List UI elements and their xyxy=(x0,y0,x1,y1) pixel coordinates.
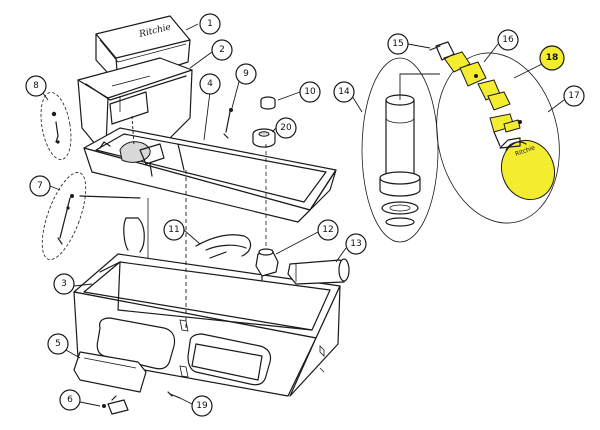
part-12-valve xyxy=(255,248,279,281)
part-base-box xyxy=(73,217,341,397)
callout-5-label: 5 xyxy=(55,339,61,349)
callout-10-label: 10 xyxy=(304,87,316,97)
callout-2: 2 xyxy=(211,39,233,61)
callout-1-label: 1 xyxy=(207,19,213,29)
callout-9-label: 9 xyxy=(243,69,249,79)
callout-19-label: 19 xyxy=(196,401,208,411)
part-trough xyxy=(83,127,337,223)
callout-15-label: 15 xyxy=(392,39,403,49)
callout-6-label: 6 xyxy=(67,395,73,405)
part-20-nut xyxy=(252,128,276,250)
callout-20: 20 xyxy=(275,117,297,139)
part-10-plug xyxy=(260,96,276,110)
part-9 xyxy=(223,108,233,139)
callout-5: 5 xyxy=(47,333,69,355)
callout-8: 8 xyxy=(25,75,47,97)
callout-16: 16 xyxy=(497,29,519,51)
callout-18-label: 18 xyxy=(546,53,559,63)
callout-13: 13 xyxy=(345,233,367,255)
part-housing xyxy=(77,57,193,151)
callout-9: 9 xyxy=(235,63,257,85)
callout-6: 6 xyxy=(59,389,81,411)
callout-2-label: 2 xyxy=(219,45,225,55)
callout-7: 7 xyxy=(29,175,51,197)
callout-12: 12 xyxy=(317,219,339,241)
callout-1: 1 xyxy=(199,13,221,35)
part-latch xyxy=(102,395,129,415)
part-cover-plate xyxy=(73,351,147,393)
callout-4: 4 xyxy=(199,73,221,95)
callout-3: 3 xyxy=(53,273,75,295)
callout-13-label: 13 xyxy=(350,239,361,249)
callout-14: 14 xyxy=(333,81,355,103)
callout-7-label: 7 xyxy=(37,181,43,191)
callout-20-label: 20 xyxy=(280,123,292,133)
part-float-valve-detail: Ritchie xyxy=(429,41,560,224)
callout-8-label: 8 xyxy=(33,81,39,91)
part-screw xyxy=(167,391,181,399)
callout-16-label: 16 xyxy=(502,35,514,45)
callout-14-label: 14 xyxy=(338,87,350,97)
part-14-riser-detail xyxy=(361,57,440,243)
callout-4-label: 4 xyxy=(207,79,213,89)
callout-15: 15 xyxy=(387,33,409,55)
callout-18: 18 xyxy=(539,45,565,71)
callout-11: 11 xyxy=(163,219,185,241)
part-8-detail xyxy=(40,92,72,160)
part-11-cord xyxy=(195,234,252,259)
callout-11-label: 11 xyxy=(168,225,179,235)
callout-12-label: 12 xyxy=(322,225,333,235)
callout-3-label: 3 xyxy=(61,279,67,289)
callout-17: 17 xyxy=(563,85,585,107)
part-probe-detail xyxy=(41,172,149,260)
part-13-hose xyxy=(287,258,350,285)
callout-17-label: 17 xyxy=(568,91,579,101)
leader-lines xyxy=(41,23,565,407)
callout-19: 19 xyxy=(191,395,213,417)
callout-10: 10 xyxy=(299,81,321,103)
